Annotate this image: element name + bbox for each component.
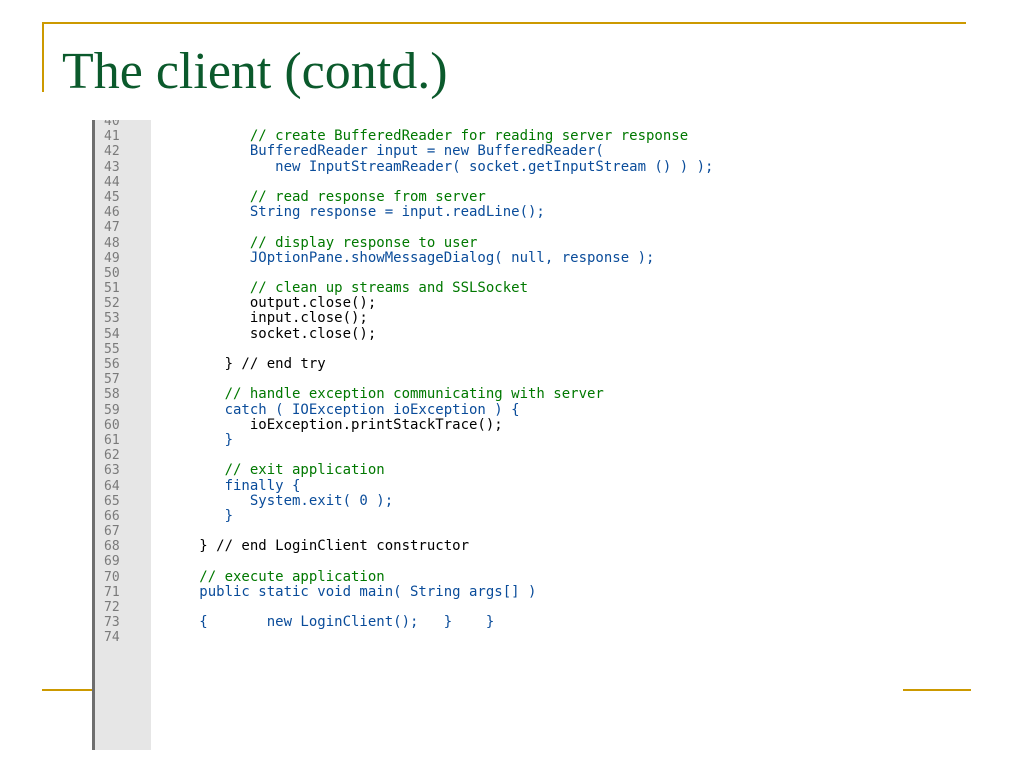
line-number: 64 bbox=[104, 478, 120, 494]
code-text: { new LoginClient(); } } bbox=[174, 614, 495, 631]
line-number: 46 bbox=[104, 205, 120, 221]
code-text: // handle exception communicating with s… bbox=[174, 386, 604, 403]
code-text: catch ( IOException ioException ) { bbox=[174, 401, 520, 418]
code-text: BufferedReader input = new BufferedReade… bbox=[174, 143, 604, 160]
code-text: // read response from server bbox=[174, 188, 486, 205]
slide-title: The client (contd.) bbox=[62, 43, 448, 100]
bottom-left-accent-rule bbox=[42, 689, 92, 691]
code-text: output.close(); bbox=[174, 295, 377, 312]
line-number: 49 bbox=[104, 250, 120, 266]
line-number: 62 bbox=[104, 448, 120, 464]
code-text: // exit application bbox=[174, 462, 385, 479]
line-number: 52 bbox=[104, 296, 120, 312]
line-number: 40 bbox=[104, 120, 120, 129]
line-number: 55 bbox=[104, 341, 120, 357]
line-number: 70 bbox=[104, 569, 120, 585]
code-text: String response = input.readLine(); bbox=[174, 204, 545, 221]
code-text: finally { bbox=[174, 477, 301, 494]
line-number: 71 bbox=[104, 584, 120, 600]
line-number: 48 bbox=[104, 235, 120, 251]
line-number: 67 bbox=[104, 524, 120, 540]
line-number: 68 bbox=[104, 539, 120, 555]
line-number: 65 bbox=[104, 493, 120, 509]
line-number: 63 bbox=[104, 463, 120, 479]
line-number: 69 bbox=[104, 554, 120, 570]
code-text: // display response to user bbox=[174, 234, 478, 251]
bottom-right-accent-rule bbox=[903, 689, 971, 691]
line-number: 51 bbox=[104, 281, 120, 297]
line-number: 47 bbox=[104, 220, 120, 236]
line-number-gutter bbox=[92, 120, 151, 750]
line-number: 42 bbox=[104, 144, 120, 160]
code-text: socket.close(); bbox=[174, 325, 377, 342]
line-number: 41 bbox=[104, 129, 120, 145]
line-number: 43 bbox=[104, 159, 120, 175]
line-number: 60 bbox=[104, 417, 120, 433]
code-text: // execute application bbox=[174, 568, 385, 585]
line-number: 66 bbox=[104, 508, 120, 524]
code-text: System.exit( 0 ); bbox=[174, 492, 394, 509]
code-text: new InputStreamReader( socket.getInputSt… bbox=[174, 158, 714, 175]
line-number: 53 bbox=[104, 311, 120, 327]
line-number: 54 bbox=[104, 326, 120, 342]
line-number: 72 bbox=[104, 600, 120, 615]
top-accent-rule bbox=[42, 22, 966, 24]
code-text: } // end try bbox=[174, 356, 326, 372]
line-number: 74 bbox=[104, 630, 120, 646]
line-number: 50 bbox=[104, 265, 120, 281]
line-number: 59 bbox=[104, 402, 120, 418]
line-number: 44 bbox=[104, 174, 120, 190]
line-number: 61 bbox=[104, 432, 120, 448]
code-text: // create BufferedReader for reading ser… bbox=[174, 128, 689, 145]
code-text: } // end LoginClient constructor bbox=[174, 538, 470, 555]
code-text: // clean up streams and SSLSocket bbox=[174, 280, 529, 297]
code-text: JOptionPane.showMessageDialog( null, res… bbox=[174, 249, 655, 266]
line-number: 73 bbox=[104, 615, 120, 631]
left-accent-rule bbox=[42, 22, 44, 92]
line-number: 57 bbox=[104, 372, 120, 388]
line-number: 58 bbox=[104, 387, 120, 403]
line-number: 45 bbox=[104, 189, 120, 205]
line-number: 56 bbox=[104, 357, 120, 372]
code-text: ioException.printStackTrace(); bbox=[174, 416, 503, 433]
code-text: } bbox=[174, 431, 234, 448]
code-text: input.close(); bbox=[174, 310, 368, 327]
code-text: } bbox=[174, 507, 234, 524]
code-text: public static void main( String args[] ) bbox=[174, 583, 537, 600]
